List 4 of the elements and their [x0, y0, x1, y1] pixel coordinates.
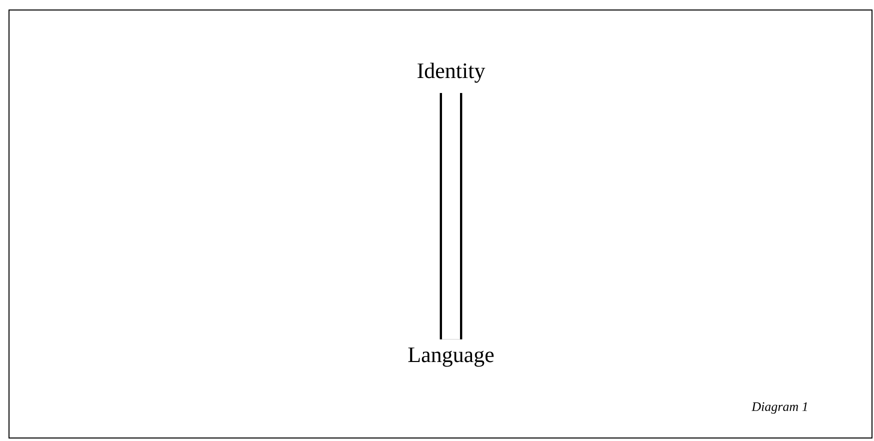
node-label: Language: [408, 348, 494, 367]
caption: Diagram 1: [752, 402, 807, 414]
double-line: [440, 92, 462, 340]
node-label: Identity: [418, 62, 486, 83]
